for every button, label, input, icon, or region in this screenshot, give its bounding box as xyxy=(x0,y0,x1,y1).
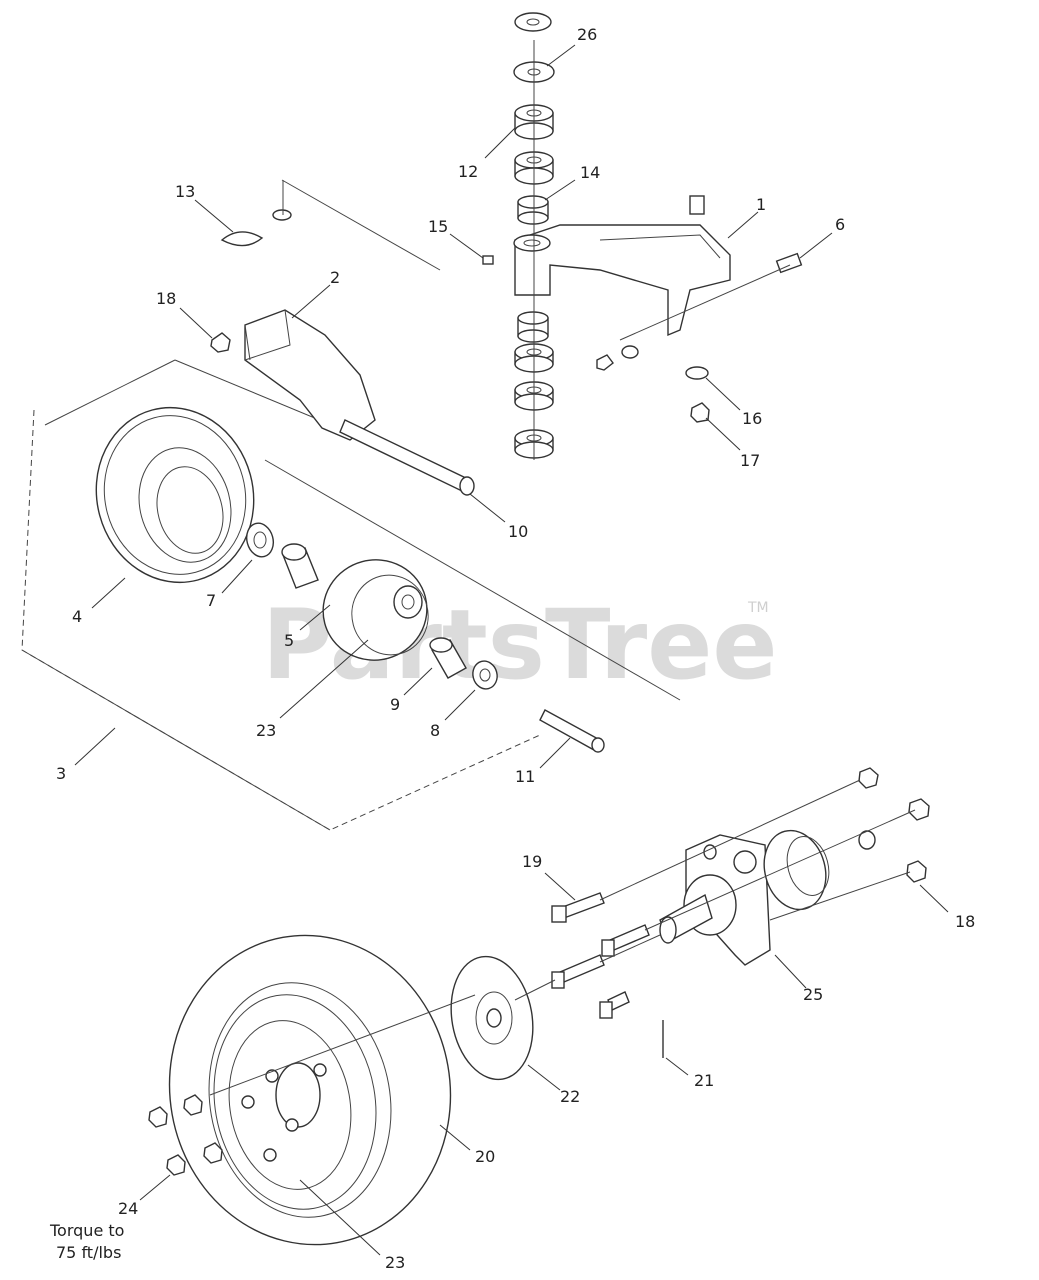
lug-nut-2 xyxy=(183,1094,203,1116)
spacer-9 xyxy=(429,637,467,679)
callout-20: 20 xyxy=(475,1147,495,1166)
callout-26: 26 xyxy=(577,25,597,44)
callout-18-lower: 18 xyxy=(955,912,975,931)
drive-motor-25 xyxy=(659,829,830,966)
lug-nut-1 xyxy=(148,1106,168,1128)
washer-16 xyxy=(685,366,709,380)
torque-note-line1: Torque to xyxy=(49,1221,124,1240)
hairpin-13 xyxy=(220,209,292,247)
callout-4: 4 xyxy=(72,607,82,626)
callout-15: 15 xyxy=(428,217,448,236)
watermark-trademark: TM xyxy=(747,600,769,616)
callout-18-upper: 18 xyxy=(156,289,176,308)
callout-16: 16 xyxy=(742,409,762,428)
callout-23-lower: 23 xyxy=(385,1253,405,1272)
callout-5: 5 xyxy=(284,631,294,650)
nut-17 xyxy=(690,402,710,423)
caster-yoke-2 xyxy=(244,309,376,441)
leader-lines xyxy=(74,44,949,1256)
callout-23-upper: 23 xyxy=(256,721,276,740)
nut-motor-2 xyxy=(908,798,930,821)
callout-11: 11 xyxy=(515,767,535,786)
callout-6: 6 xyxy=(835,215,845,234)
callout-21: 21 xyxy=(694,1071,714,1090)
washer-fork xyxy=(621,345,639,359)
torque-note-line2: 75 ft/lbs xyxy=(56,1243,121,1262)
callout-3: 3 xyxy=(56,764,66,783)
lug-nut-24 xyxy=(166,1154,186,1176)
caster-fork-1 xyxy=(513,195,731,337)
nut-fork xyxy=(596,354,614,371)
callout-24: 24 xyxy=(118,1199,138,1218)
bearing-7 xyxy=(245,522,275,558)
callout-25: 25 xyxy=(803,985,823,1004)
drive-tire-20 xyxy=(168,934,452,1246)
caster-tire-4 xyxy=(95,406,255,584)
spacer-sleeve-upper xyxy=(281,543,319,589)
bearing-8 xyxy=(472,660,498,690)
callout-12: 12 xyxy=(458,162,478,181)
alignment-lines xyxy=(209,40,916,1096)
callout-7: 7 xyxy=(206,591,216,610)
motor-shaft-spline xyxy=(659,916,677,944)
bushing-14 xyxy=(517,195,549,209)
nut-motor-1 xyxy=(858,767,879,789)
callout-22: 22 xyxy=(560,1087,580,1106)
callout-17: 17 xyxy=(740,451,760,470)
wheel-hub-5 xyxy=(322,559,429,661)
callout-19: 19 xyxy=(522,852,542,871)
callout-13: 13 xyxy=(175,182,195,201)
callout-8: 8 xyxy=(430,721,440,740)
lug-nut-3 xyxy=(203,1142,223,1164)
callout-labels: 26 12 14 13 15 1 6 2 18 16 17 10 7 4 5 9… xyxy=(56,25,975,1272)
washer-top xyxy=(514,12,552,32)
grease-fitting-15 xyxy=(482,255,494,265)
motor-bolts-19 xyxy=(551,892,650,1019)
nut-18-lower xyxy=(906,860,927,883)
nut-18-upper xyxy=(210,332,231,353)
callout-14: 14 xyxy=(580,163,600,182)
axle-pin-11 xyxy=(539,709,605,753)
callout-2: 2 xyxy=(330,268,340,287)
callout-9: 9 xyxy=(390,695,400,714)
bolt-1-top xyxy=(689,195,705,215)
drive-hub-22 xyxy=(450,955,534,1081)
axle-bolt-10 xyxy=(339,419,475,496)
callout-1: 1 xyxy=(756,195,766,214)
callout-10: 10 xyxy=(508,522,528,541)
